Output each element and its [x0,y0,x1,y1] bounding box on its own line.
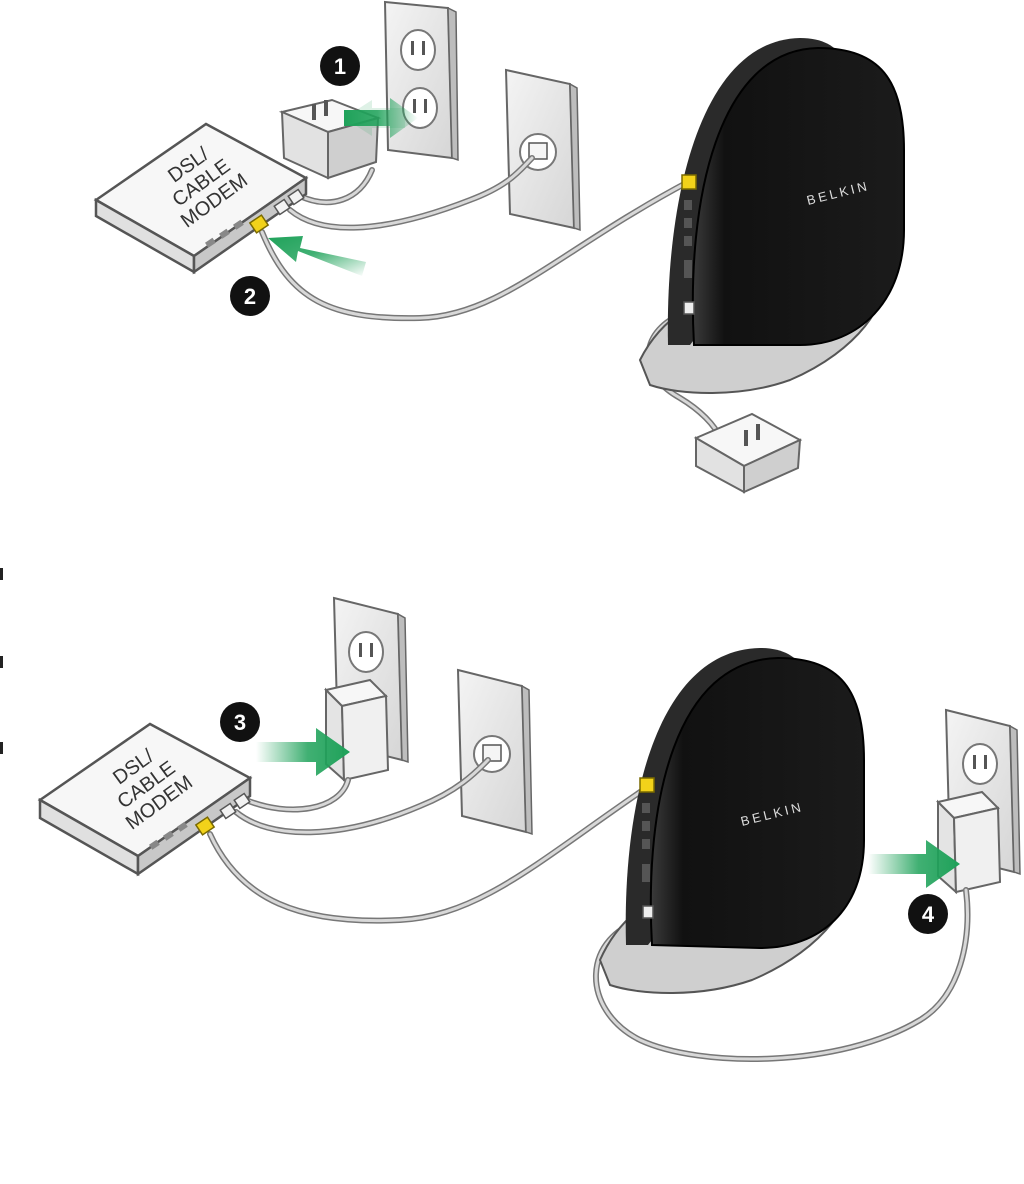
cable-modem: DSL/ CABLE MODEM [93,122,309,275]
wireless-router: BELKIN [638,38,905,394]
step-3-arrow-icon [256,728,350,776]
power-adapter-icon [324,678,390,783]
wireless-router: BELKIN [598,648,865,994]
ethernet-port-icon [194,816,216,836]
step-2-arrow-icon [268,236,366,276]
bottom-panel: DSL/ CABLE MODEM BELKIN [37,596,1021,1062]
power-outlet-icon [383,0,459,162]
top-panel: DSL/ CABLE MODEM BELKIN [93,0,905,494]
router-power-adapter-icon [936,790,1002,895]
cables [207,757,971,1062]
svg-text:1: 1 [334,54,346,79]
phone-jack-icon [504,68,581,232]
cables [259,155,723,441]
router-power-adapter-icon [693,412,803,494]
step-4-badge: 4 [908,894,948,934]
step-2-badge: 2 [230,276,270,316]
phone-jack-icon [456,668,533,836]
modem-ports [149,821,188,850]
step-3-badge: 3 [220,702,260,742]
svg-text:2: 2 [244,284,256,309]
modem-ports [205,219,244,248]
page-edge-marks [0,568,3,754]
cable-modem: DSL/ CABLE MODEM [37,722,253,877]
ethernet-port-icon [248,214,270,234]
svg-text:4: 4 [922,902,935,927]
step-1-badge: 1 [320,46,360,86]
step-1-arrow-icon [344,98,418,138]
step-4-arrow-icon [868,840,960,888]
svg-text:3: 3 [234,710,246,735]
